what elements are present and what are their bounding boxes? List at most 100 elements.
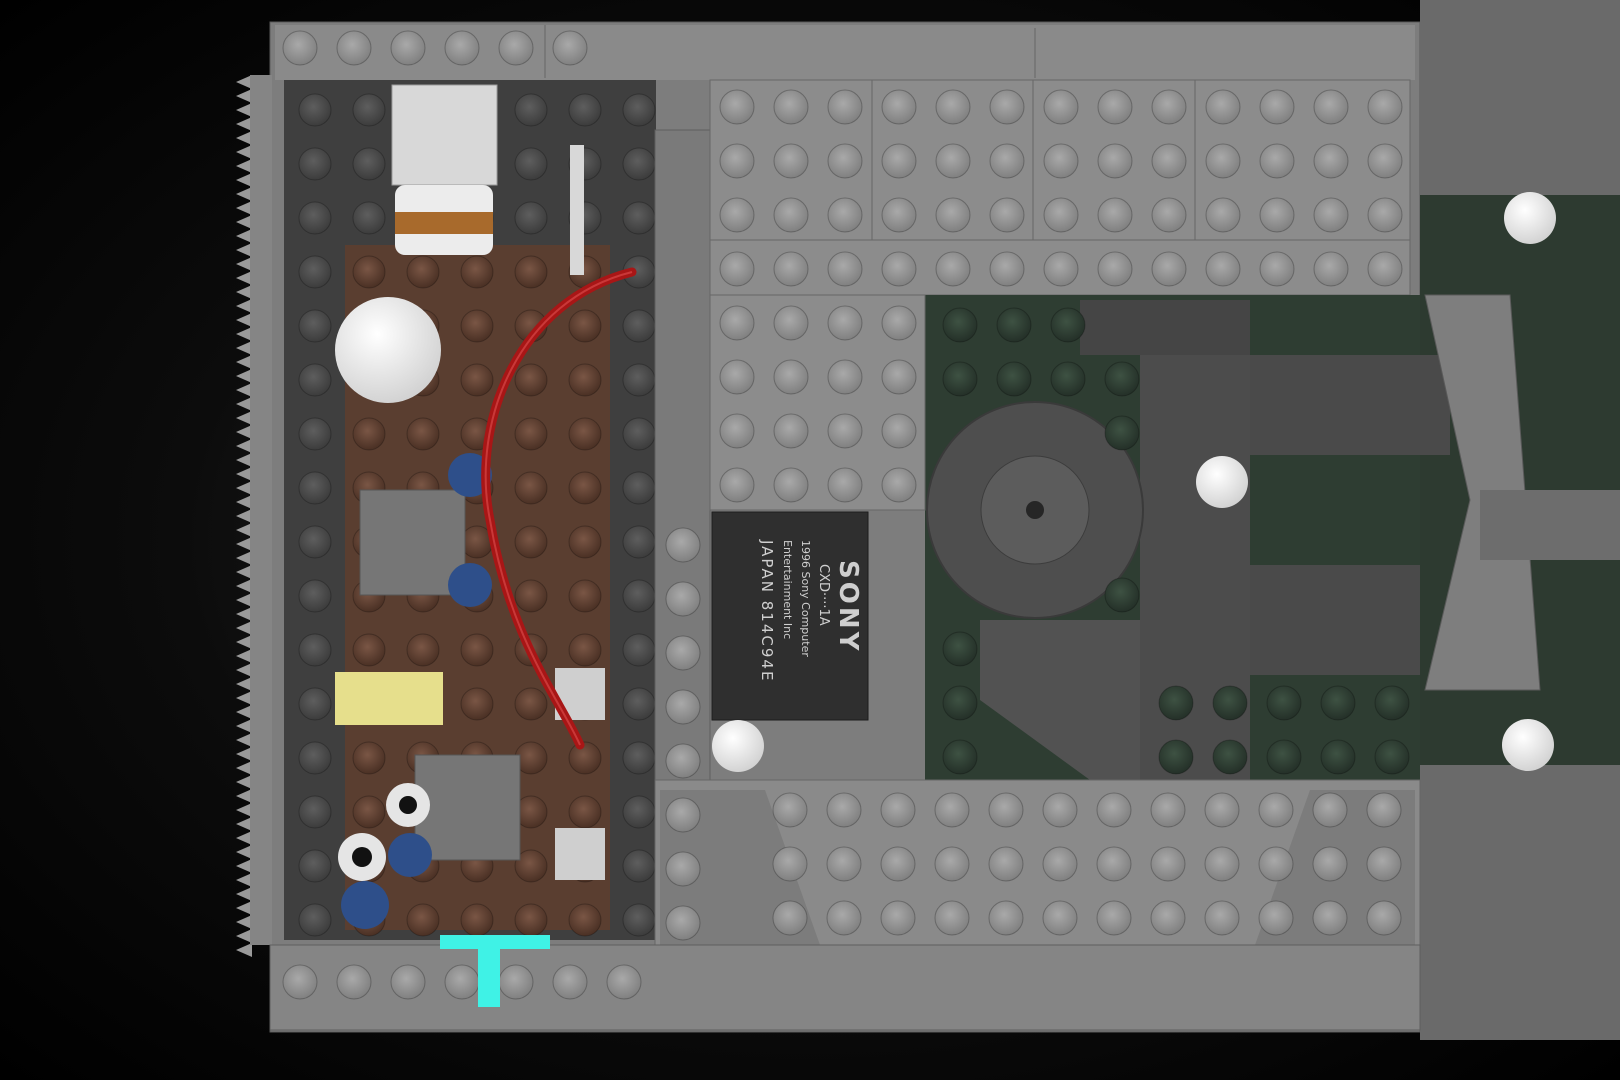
stud (989, 197, 1025, 233)
stud (514, 525, 548, 559)
stud (1366, 792, 1402, 828)
stud (622, 903, 656, 937)
stud (773, 467, 809, 503)
stud (460, 363, 494, 397)
stud (514, 849, 548, 883)
stud (1204, 792, 1240, 828)
stud (298, 849, 332, 883)
stud (1150, 792, 1186, 828)
stud (298, 255, 332, 289)
stud (1104, 577, 1140, 613)
stud (1259, 251, 1295, 287)
stud (719, 89, 755, 125)
stud (1050, 307, 1086, 343)
stud (406, 903, 440, 937)
stud (282, 964, 318, 1000)
stud (390, 964, 426, 1000)
stud (298, 525, 332, 559)
sled-wedge (980, 620, 1140, 780)
stud (996, 307, 1032, 343)
stud (514, 255, 548, 289)
stud (622, 633, 656, 667)
gray-technic-plate (414, 754, 521, 861)
stud (1050, 361, 1086, 397)
stud (827, 143, 863, 179)
stud (568, 579, 602, 613)
blue-round-plate (341, 881, 389, 929)
stud (298, 741, 332, 775)
stud (881, 143, 917, 179)
stud (935, 197, 971, 233)
stud (827, 467, 863, 503)
stud (934, 792, 970, 828)
stud (298, 903, 332, 937)
stud (444, 30, 480, 66)
stud (514, 417, 548, 451)
stud (1096, 900, 1132, 936)
stud (336, 30, 372, 66)
stud (1151, 197, 1187, 233)
cyan-t-highlight (440, 935, 550, 1007)
stud (1205, 143, 1241, 179)
stud (665, 743, 701, 779)
stud (1104, 415, 1140, 451)
stud (989, 143, 1025, 179)
stud (1096, 846, 1132, 882)
stud (988, 792, 1024, 828)
stud (622, 579, 656, 613)
stud (1097, 251, 1133, 287)
stud (665, 905, 701, 941)
white-round-stud (1502, 719, 1554, 771)
stud (942, 361, 978, 397)
stud (460, 255, 494, 289)
stud (622, 363, 656, 397)
stud (1374, 739, 1410, 775)
stud (1320, 739, 1356, 775)
mechanism-block (1250, 565, 1420, 675)
stud (460, 687, 494, 721)
blue-round-plate (448, 453, 492, 497)
chip-line3: Entertainment Inc (781, 540, 794, 639)
stud (568, 741, 602, 775)
stud (989, 89, 1025, 125)
stud (352, 633, 386, 667)
stud (1367, 251, 1403, 287)
stud (881, 251, 917, 287)
stud (719, 467, 755, 503)
stud (826, 792, 862, 828)
stud (498, 964, 534, 1000)
stud (934, 900, 970, 936)
stud (336, 964, 372, 1000)
stud (1205, 251, 1241, 287)
stud (942, 631, 978, 667)
stud (1043, 143, 1079, 179)
stud (988, 900, 1024, 936)
stud (1367, 89, 1403, 125)
stud (460, 903, 494, 937)
stud (942, 307, 978, 343)
stud (1150, 900, 1186, 936)
stud (934, 846, 970, 882)
stud (282, 30, 318, 66)
stud (622, 417, 656, 451)
stud (719, 143, 755, 179)
stud (1205, 89, 1241, 125)
stud (1097, 89, 1133, 125)
stud (1259, 197, 1295, 233)
stud (622, 309, 656, 343)
stud (1259, 89, 1295, 125)
stud (568, 417, 602, 451)
stud (514, 147, 548, 181)
stud (719, 413, 755, 449)
stud (1367, 143, 1403, 179)
stud (352, 201, 386, 235)
stud (298, 147, 332, 181)
stud (622, 471, 656, 505)
stud (568, 795, 602, 829)
stud (498, 30, 534, 66)
stud (390, 30, 426, 66)
stud (352, 147, 386, 181)
stud (1104, 361, 1140, 397)
stud (719, 251, 755, 287)
stud (1212, 685, 1248, 721)
